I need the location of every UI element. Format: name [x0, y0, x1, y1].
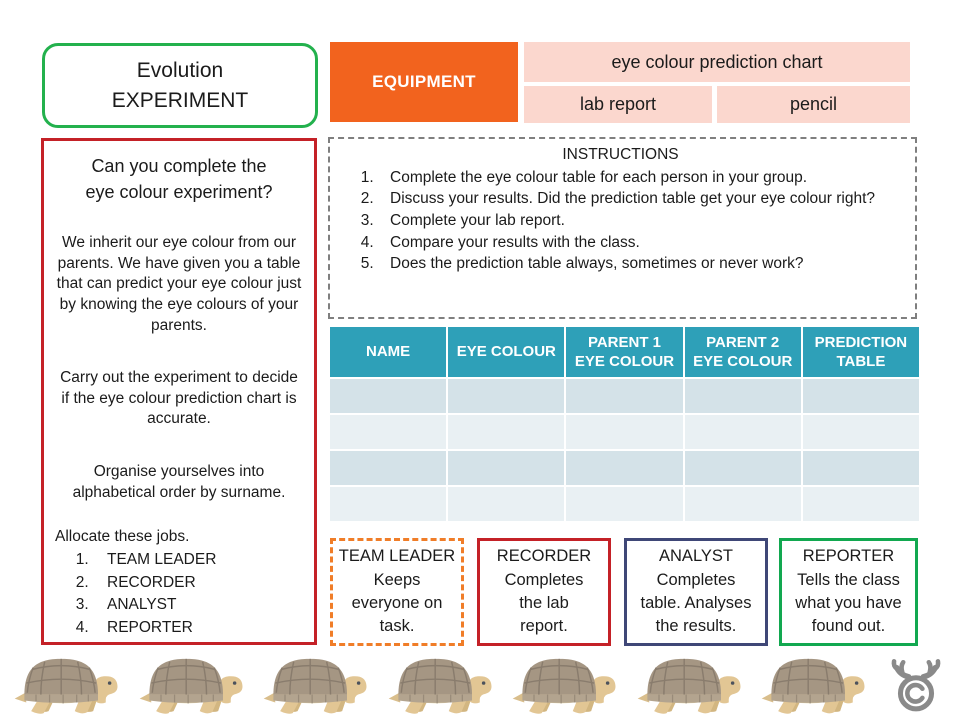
role-description: Tells the class what you have found out.	[795, 570, 902, 636]
table-cell	[684, 379, 801, 413]
turtle-image	[386, 654, 496, 716]
turtle-image	[137, 654, 247, 716]
turtle-image	[759, 654, 869, 716]
instructions-panel: INSTRUCTIONS Complete the eye colour tab…	[328, 137, 917, 319]
jobs-intro: Allocate these jobs.	[55, 528, 190, 546]
table-cell	[448, 451, 565, 485]
instruction-step: Discuss your results. Did the prediction…	[378, 188, 903, 210]
table-cell	[684, 487, 801, 521]
question-paragraph-3: Organise yourselves into alphabetical or…	[72, 463, 286, 501]
instruction-step: Compare your results with the class.	[378, 232, 903, 254]
table-cell	[448, 487, 565, 521]
turtle-image	[510, 654, 620, 716]
table-cell	[802, 415, 919, 449]
copyright-moose-logo	[884, 656, 948, 716]
instruction-step: Complete the eye colour table for each p…	[378, 167, 903, 189]
table-cell	[684, 415, 801, 449]
job-item-reporter: REPORTER	[93, 618, 303, 639]
job-item-analyst: ANALYST	[93, 595, 303, 616]
table-cell	[566, 487, 683, 521]
table-header-eye-colour: EYE COLOUR	[448, 327, 565, 377]
role-box-analyst: ANALYST Completes table. Analyses the re…	[624, 538, 768, 646]
table-cell	[448, 379, 565, 413]
table-cell	[330, 451, 447, 485]
equipment-heading: EQUIPMENT	[330, 42, 518, 122]
role-box-recorder: RECORDER Completes the lab report.	[477, 538, 611, 646]
role-box-reporter: REPORTER Tells the class what you have f…	[779, 538, 918, 646]
table-cell	[802, 487, 919, 521]
footer-decoration	[0, 650, 960, 718]
role-name: ANALYST	[659, 547, 733, 566]
table-header-parent2: PARENT 2 EYE COLOUR	[684, 327, 801, 377]
turtle-image	[635, 654, 745, 716]
table-cell	[330, 415, 447, 449]
equipment-item-pencil: pencil	[717, 86, 910, 123]
turtle-image	[12, 654, 122, 716]
role-description: Completes the lab report.	[504, 570, 584, 636]
instructions-list: Complete the eye colour table for each p…	[338, 167, 903, 275]
instruction-step: Complete your lab report.	[378, 210, 903, 232]
table-cell	[566, 415, 683, 449]
question-title: Can you complete the eye colour experime…	[85, 156, 273, 203]
page-title: Evolution EXPERIMENT	[42, 43, 318, 128]
table-cell	[330, 379, 447, 413]
results-table: NAME EYE COLOUR PARENT 1 EYE COLOUR PARE…	[330, 327, 919, 521]
role-description: Completes table. Analyses the results.	[640, 570, 752, 636]
table-cell	[330, 487, 447, 521]
role-name: REPORTER	[802, 547, 895, 566]
role-description: Keeps everyone on task.	[351, 570, 443, 636]
table-cell	[448, 415, 565, 449]
table-header-prediction: PREDICTION TABLE	[802, 327, 919, 377]
jobs-list: TEAM LEADER RECORDER ANALYST REPORTER	[55, 550, 303, 638]
role-name: TEAM LEADER	[338, 547, 456, 566]
table-cell	[684, 451, 801, 485]
equipment-item-lab-report: lab report	[524, 86, 712, 123]
table-header-name: NAME	[330, 327, 447, 377]
question-paragraph-2: Carry out the experiment to decide if th…	[60, 369, 298, 428]
turtle-image	[261, 654, 371, 716]
job-item-recorder: RECORDER	[93, 573, 303, 594]
table-header-parent1: PARENT 1 EYE COLOUR	[566, 327, 683, 377]
instruction-step: Does the prediction table always, someti…	[378, 253, 903, 275]
table-cell	[566, 451, 683, 485]
role-name: RECORDER	[496, 547, 592, 566]
question-panel: Can you complete the eye colour experime…	[41, 138, 317, 645]
table-cell	[802, 451, 919, 485]
table-cell	[566, 379, 683, 413]
job-item-team-leader: TEAM LEADER	[93, 550, 303, 571]
instructions-title: INSTRUCTIONS	[562, 146, 679, 163]
table-cell	[802, 379, 919, 413]
role-box-team-leader: TEAM LEADER Keeps everyone on task.	[330, 538, 464, 646]
question-paragraph-1: We inherit our eye colour from our paren…	[56, 234, 302, 334]
equipment-item-prediction-chart: eye colour prediction chart	[524, 42, 910, 82]
